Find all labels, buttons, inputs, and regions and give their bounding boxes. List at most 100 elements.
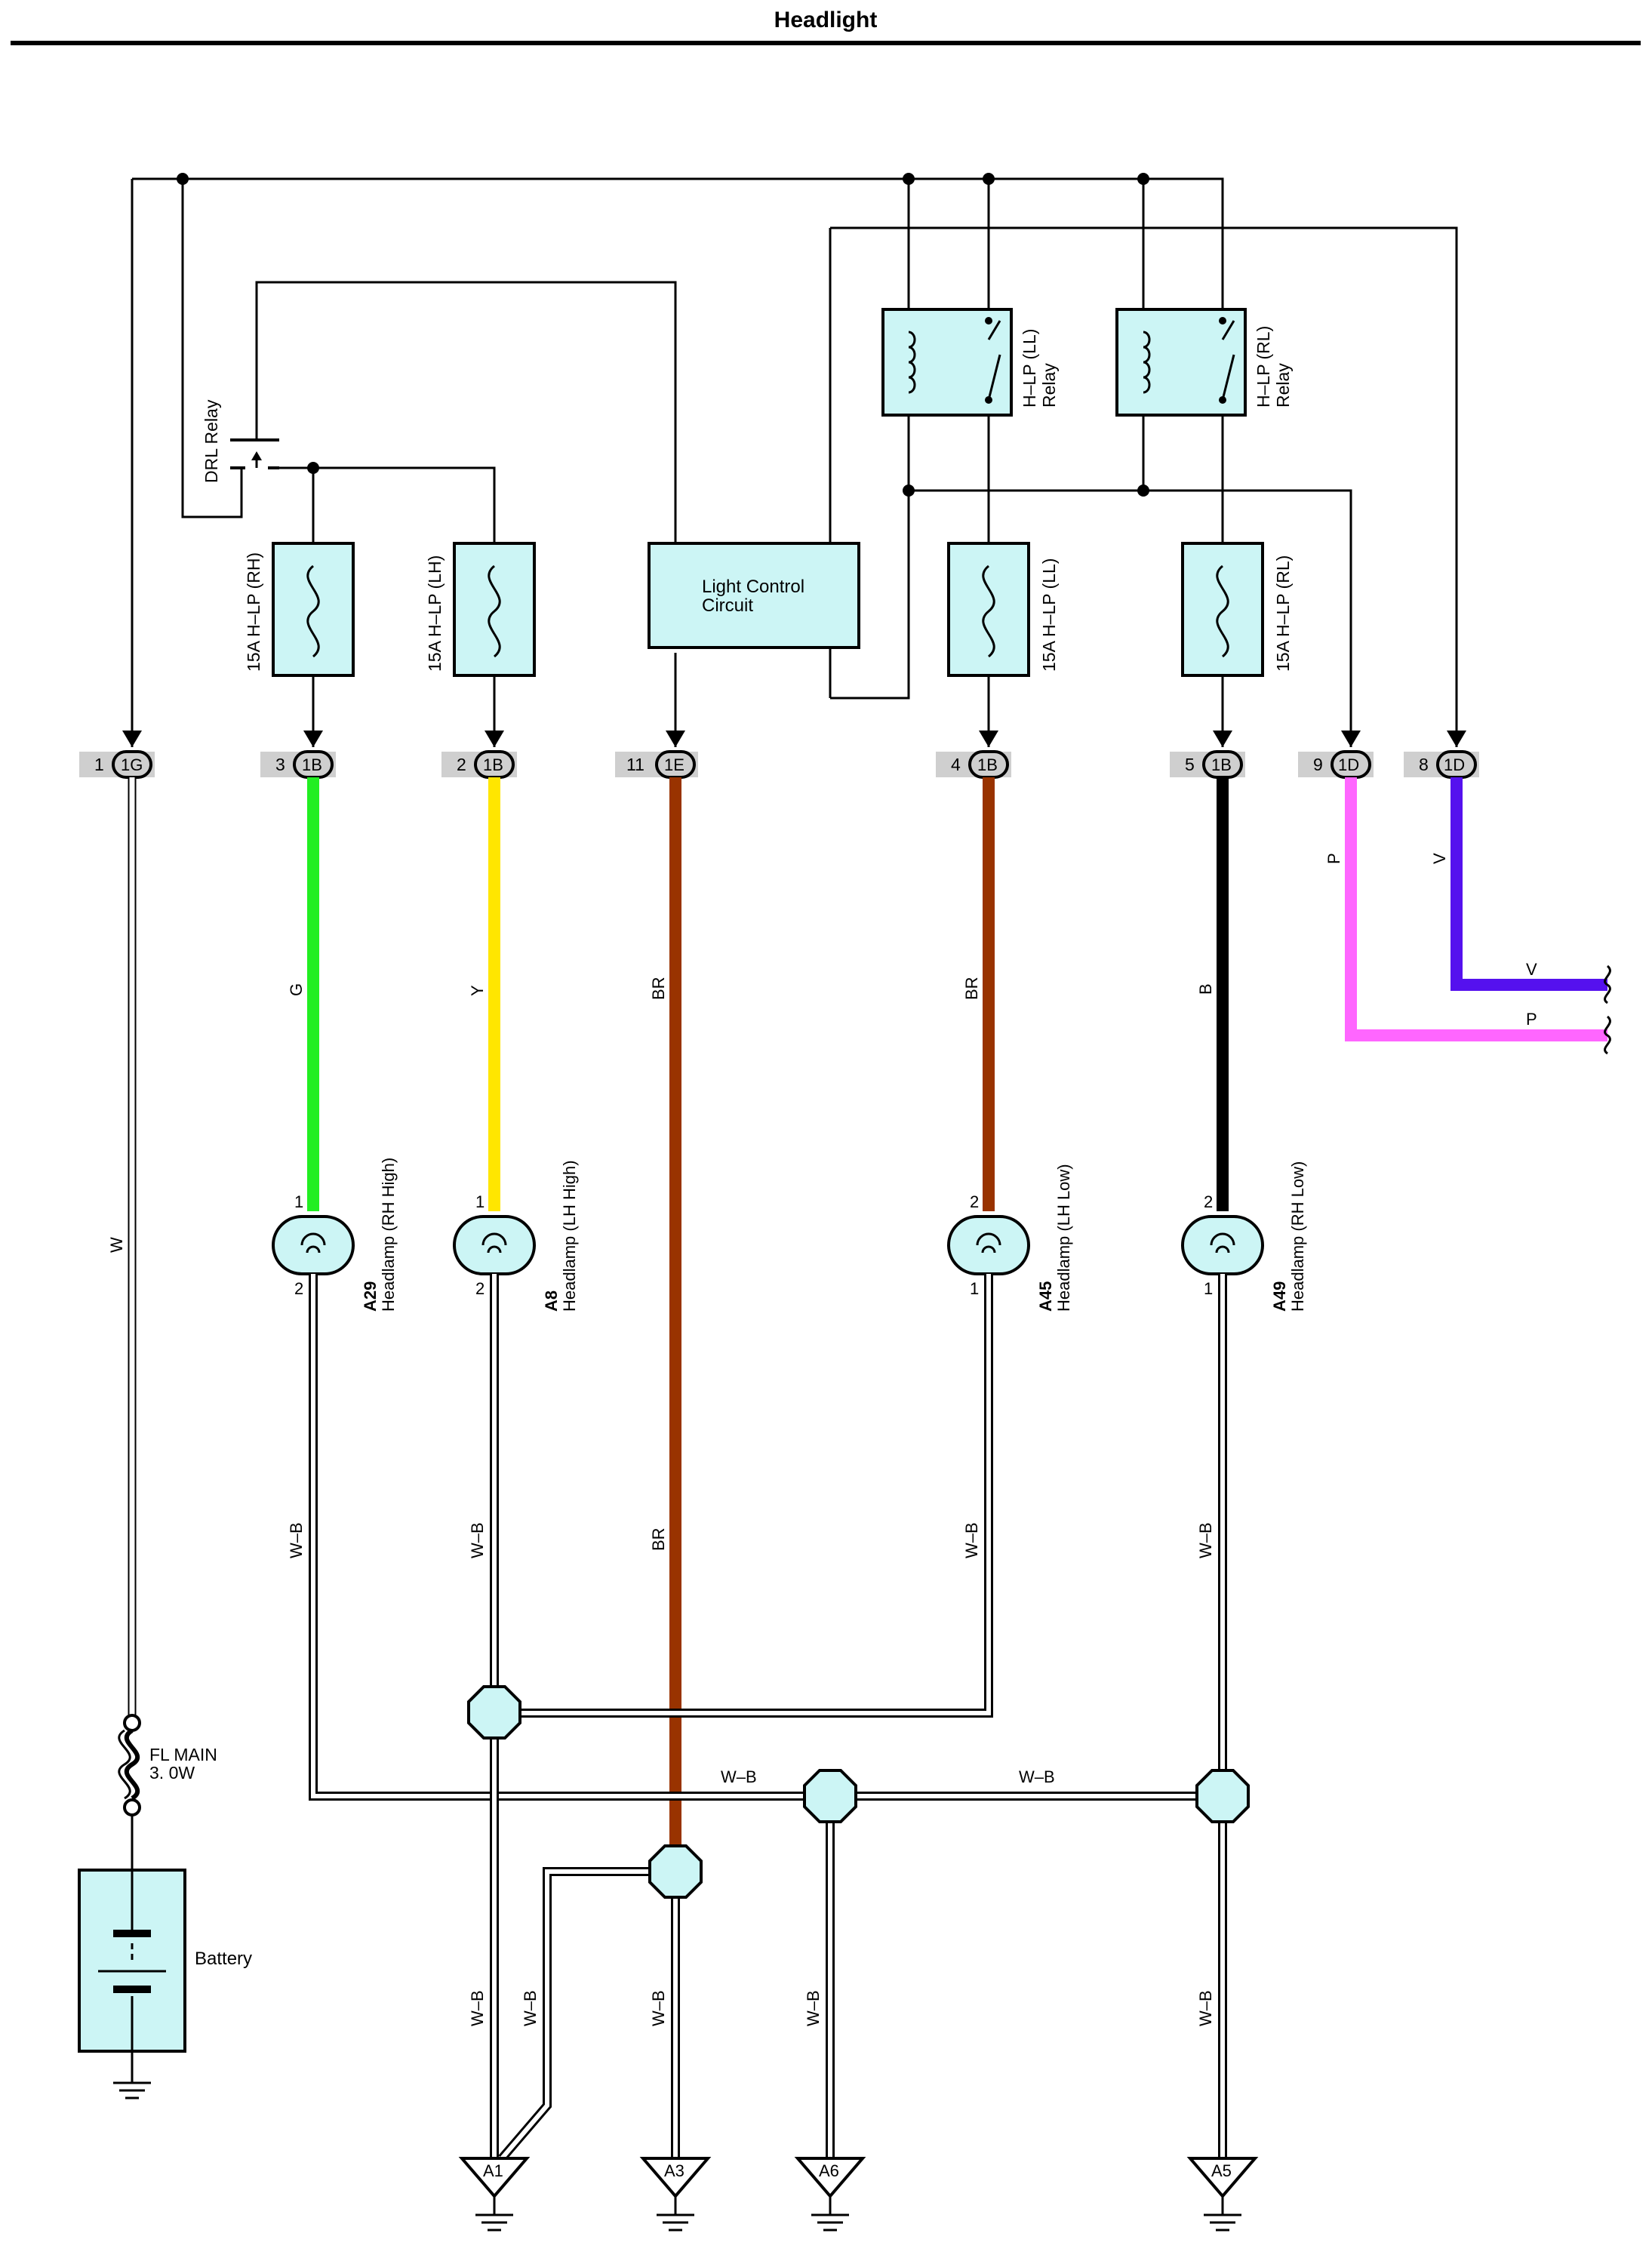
arrow-icon [1341, 731, 1361, 747]
bulb-icon [300, 1232, 326, 1246]
fl-main-label-1: FL MAIN [149, 1745, 217, 1764]
bulb-icon [1210, 1232, 1235, 1246]
arrow-icon [979, 731, 998, 747]
wire-label: Y [468, 985, 487, 996]
relay-switch-icon [1221, 354, 1235, 401]
fuse-box [453, 542, 536, 677]
bulb-body [272, 1215, 355, 1275]
fuse-lh: 15A H–LP (LH) [425, 542, 536, 677]
wire-label: W–B [287, 1522, 306, 1558]
wire-label: W [107, 1237, 126, 1253]
fl-main-fusible-link: FL MAIN 3. 0W [118, 1714, 217, 1870]
connector-code: 1E [664, 755, 684, 774]
fuse-icon [488, 564, 501, 658]
connector-pin: 5 [1185, 755, 1195, 774]
headlamp-pin-top: 1 [475, 1192, 485, 1211]
connector-pin: 8 [1419, 755, 1429, 774]
junction-dot [177, 173, 189, 185]
wire-label: W–B [962, 1522, 981, 1558]
ground-label: A5 [1211, 2161, 1232, 2180]
headlamp-name: Headlamp (LH Low) [1054, 1164, 1073, 1312]
junction-dot [307, 462, 319, 474]
fuse-icon [1216, 564, 1229, 658]
junction-dot [1137, 484, 1149, 497]
fuse-rl: 15A H–LP (RL) [1181, 542, 1293, 677]
headlamp-name: Headlamp (RH High) [379, 1158, 398, 1312]
wire-break-icon [1604, 964, 1611, 1004]
connector-code: 1D [1444, 755, 1465, 774]
connector-pin: 4 [951, 755, 961, 774]
wire-label: W–B [521, 1990, 540, 2026]
ground-icon [1186, 2157, 1259, 2199]
connector-code: 1D [1338, 755, 1359, 774]
arrow-icon [485, 731, 504, 747]
wire-label: W–B [468, 1990, 487, 2026]
wire-label: B [1196, 983, 1215, 995]
headlamp-a45: 2 1 A45 Headlamp (LH Low) [947, 1164, 1073, 1312]
wire-label: W–B [1196, 1522, 1215, 1558]
wire-label: P [1526, 1010, 1537, 1029]
wire-labels: W G Y BR BR B P V V P BR [107, 853, 1537, 1551]
wire-label: V [1430, 853, 1449, 864]
hlp-ll-relay: H–LP (LL) Relay [881, 308, 1059, 417]
wire-label: BR [649, 1527, 668, 1551]
arrow-icon [1213, 731, 1232, 747]
connector-9-1d: 9 1D [1298, 750, 1374, 779]
connector-code: 1B [302, 755, 322, 774]
fuse-icon [306, 564, 320, 658]
wire-label: BR [962, 977, 981, 1000]
hlp-rl-relay-label-1: H–LP (RL) [1254, 326, 1273, 408]
battery-label: Battery [195, 1949, 252, 1969]
wb-labels: W–B W–B W–B W–B W–B W–B W–B W–B W–B W–B … [287, 1522, 1215, 2026]
hlp-rl-relay-label-2: Relay [1273, 363, 1293, 408]
fuse-icon [124, 1728, 140, 1801]
relay-body [1115, 308, 1247, 417]
arrow-icon [303, 731, 323, 747]
connector-4-1b: 4 1B [936, 750, 1011, 779]
wire-label: W–B [1019, 1767, 1055, 1786]
wire-label: V [1526, 960, 1537, 979]
wire-v [1450, 777, 1607, 991]
ground-label: A6 [819, 2161, 839, 2180]
headlamp-pin-bottom: 1 [970, 1279, 979, 1298]
wire-label: W–B [649, 1990, 668, 2026]
junction-icon [648, 1844, 703, 1899]
light-control-label-1: Light Control [702, 577, 804, 597]
junction-dot [903, 484, 915, 497]
connector-8-1d: 8 1D [1404, 750, 1479, 779]
headlamp-a49: 2 1 A49 Headlamp (RH Low) [1181, 1161, 1307, 1312]
connector-11-1e: 11 1E [615, 750, 698, 779]
drl-relay-label: DRL Relay [202, 399, 221, 483]
bulb-icon [976, 1232, 1001, 1246]
colored-wires [128, 777, 1611, 1845]
light-control-box [648, 542, 860, 649]
page-title: Headlight [774, 8, 878, 32]
battery: Battery [78, 1869, 252, 2099]
headlamp-id: A49 [1270, 1281, 1289, 1312]
title-bar: Headlight [11, 0, 1641, 45]
ground-a3: A3 [639, 2157, 712, 2232]
connector-pin: 2 [457, 755, 466, 774]
fuse-rh: 15A H–LP (RH) [244, 542, 355, 677]
junction-icon [467, 1685, 521, 1740]
connector-pin: 3 [275, 755, 285, 774]
arrow-icon [666, 731, 685, 747]
wire-label: W–B [1196, 1990, 1215, 2026]
connector-5-1b: 5 1B [1170, 750, 1245, 779]
headlamp-pin-top: 1 [294, 1192, 303, 1211]
relay-coil-icon [908, 331, 916, 394]
ground-icon [794, 2157, 866, 2199]
connector-code: 1G [121, 755, 143, 774]
ground-harness [309, 1274, 1227, 2173]
junction-icon [803, 1769, 857, 1823]
wire-label: BR [649, 977, 668, 1000]
fuse-rh-label: 15A H–LP (RH) [244, 552, 263, 672]
headlamp-id: A29 [361, 1281, 380, 1312]
connector-code: 1B [1211, 755, 1232, 774]
ground-a6: A6 [794, 2157, 866, 2232]
bulb-body [453, 1215, 536, 1275]
wire-label: W–B [721, 1767, 757, 1786]
fl-main-label-2: 3. 0W [149, 1763, 195, 1783]
wire-break-icon [1604, 1015, 1611, 1055]
